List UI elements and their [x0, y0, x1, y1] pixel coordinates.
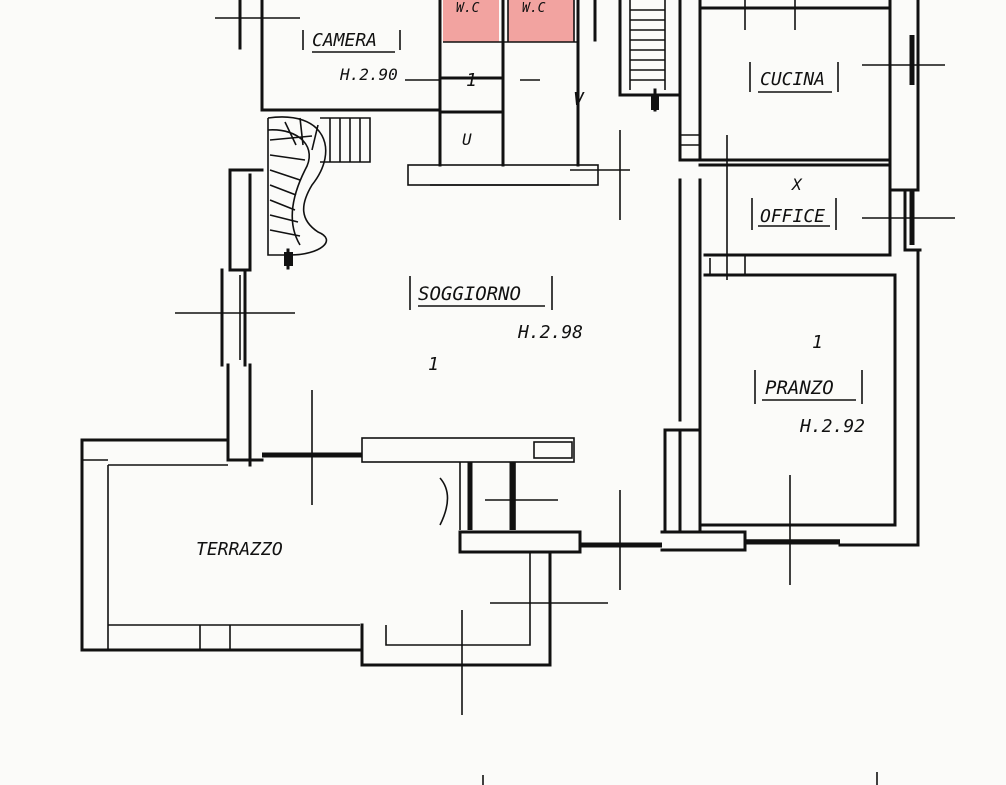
mark-u: U — [462, 130, 472, 149]
mark-v: V — [573, 89, 585, 110]
mark-1-soggiorno: 1 — [428, 354, 439, 375]
label-camera-height: H.2.90 — [339, 65, 398, 84]
mark-1-wc: 1 — [466, 70, 477, 91]
handwritten-marks: 1 U V X 1 1 — [428, 70, 823, 526]
wc-left-fill — [443, 0, 499, 42]
room-labels: CAMERA H.2.90 W.C W.C CUCINA OFFICE SOGG… — [196, 1, 865, 560]
mark-1-pranzo: 1 — [812, 332, 823, 353]
label-wc-right: W.C — [522, 1, 546, 16]
spiral-staircase — [267, 116, 371, 270]
label-pranzo: PRANZO — [765, 377, 834, 399]
walls — [80, 0, 922, 667]
wc-right-fill — [508, 0, 574, 42]
straight-staircase — [629, 0, 666, 112]
dimension-ticks — [175, 0, 955, 785]
door-swing-mark — [439, 477, 449, 526]
label-office: OFFICE — [760, 206, 825, 227]
label-camera: CAMERA — [312, 30, 377, 51]
label-terrazzo: TERRAZZO — [196, 539, 283, 560]
mark-x: X — [791, 175, 803, 194]
label-wc-left: W.C — [456, 1, 480, 16]
label-soggiorno-height: H.2.98 — [517, 322, 583, 343]
label-cucina: CUCINA — [760, 69, 825, 90]
label-pranzo-height: H.2.92 — [799, 416, 865, 437]
label-soggiorno: SOGGIORNO — [418, 283, 521, 305]
